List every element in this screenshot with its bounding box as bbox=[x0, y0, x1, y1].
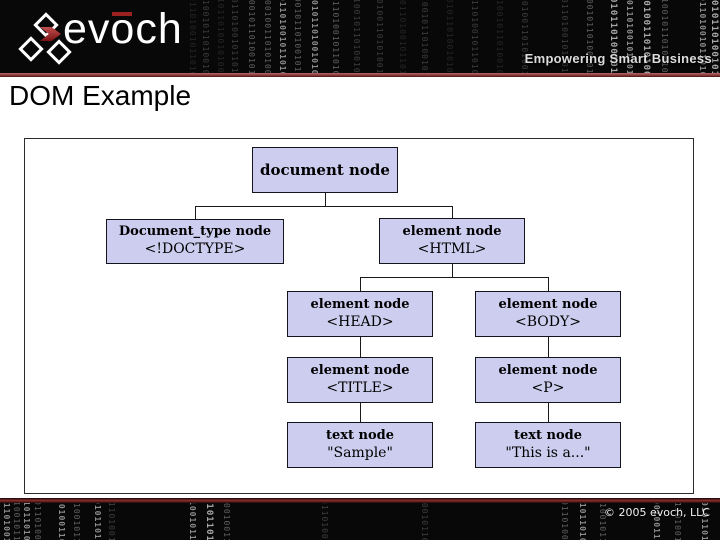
binary-texture: 010110100101001010 bbox=[608, 0, 618, 73]
binary-texture: 011010010110100101101001 bbox=[278, 0, 287, 73]
binary-texture: 010110100101001010 bbox=[22, 503, 31, 540]
binary-texture: 100101101001011010010110 bbox=[293, 0, 302, 73]
connector-line bbox=[360, 337, 361, 357]
binary-texture: 011010010110100101101001 bbox=[188, 0, 197, 73]
node-value: <HEAD> bbox=[326, 313, 394, 330]
connector-line bbox=[548, 337, 549, 357]
tagline: Empowering Smart Business bbox=[524, 51, 712, 66]
logo-text-right: ch bbox=[135, 5, 183, 53]
binary-texture: 011010010110100101101001 bbox=[107, 503, 116, 540]
binary-texture: 100101101001011010010110 bbox=[188, 503, 197, 540]
node-label: element node bbox=[498, 362, 598, 378]
binary-texture: 100101101001011010010110 bbox=[420, 503, 429, 540]
binary-texture: 010110100101001010 bbox=[445, 0, 454, 73]
binary-texture: 011010010110100101101001 bbox=[560, 503, 569, 540]
binary-texture: 011010010110100101101001 bbox=[698, 0, 707, 73]
node-value: <BODY> bbox=[515, 313, 581, 330]
node-label: document node bbox=[260, 160, 390, 179]
binary-texture: 100101101001011010010110 bbox=[247, 0, 256, 73]
node-head: element node <HEAD> bbox=[287, 291, 433, 337]
connector-line bbox=[548, 403, 549, 422]
binary-texture: 100101101001011010010110 bbox=[420, 0, 429, 73]
binary-texture: 011010010110100101101001 bbox=[2, 503, 11, 540]
node-text-sample: text node "Sample" bbox=[287, 422, 433, 468]
footer-banner: 011010010110100101101001 100101101001011… bbox=[0, 503, 720, 540]
node-title: element node <TITLE> bbox=[287, 357, 433, 403]
node-text-this: text node "This is a..." bbox=[475, 422, 621, 468]
node-label: text node bbox=[325, 427, 395, 443]
node-label: element node bbox=[498, 296, 598, 312]
binary-texture: 100101101001011010010110 bbox=[585, 0, 594, 73]
binary-texture: 011010010110100101101001 bbox=[331, 0, 340, 73]
node-label: element node bbox=[402, 223, 502, 239]
node-value: "Sample" bbox=[327, 444, 393, 461]
connector-line bbox=[325, 193, 326, 206]
logo-arrow-icon bbox=[40, 27, 61, 41]
binary-texture: 010110100101001010 bbox=[709, 0, 719, 73]
binary-texture: 100101101001011010010110 bbox=[12, 503, 21, 540]
binary-texture: 100101101001011010010110 bbox=[72, 503, 81, 540]
footer-divider bbox=[0, 498, 720, 503]
binary-texture: 100101101001011010010110 bbox=[201, 0, 210, 73]
binary-texture: 0010011010100110 bbox=[520, 0, 529, 73]
binary-texture: 100101101001011010010110 bbox=[660, 0, 669, 73]
binary-texture: 011010010110100101101001 bbox=[625, 0, 634, 73]
binary-texture: 100101101001011010010110 bbox=[352, 0, 361, 73]
binary-texture: 010110100101001010 bbox=[93, 503, 102, 540]
logo-text-left: ev bbox=[63, 5, 111, 53]
copyright-text: © 2005 evoch, LLC bbox=[604, 506, 710, 519]
binary-texture: 010110100101001010 bbox=[204, 503, 214, 540]
binary-texture: 0010011010100110 bbox=[641, 0, 651, 73]
binary-texture: 010110100101001010 bbox=[700, 503, 709, 540]
binary-texture: 010110100101001010 bbox=[310, 0, 319, 73]
node-doctype: Document_type node <!DOCTYPE> bbox=[106, 219, 284, 264]
binary-texture: 011010010110100101101001 bbox=[560, 0, 569, 73]
binary-texture: 0010011010100110 bbox=[375, 0, 384, 73]
binary-texture: 100101101001011010010110 bbox=[495, 0, 504, 73]
node-label: element node bbox=[310, 362, 410, 378]
binary-texture: 011010010110100101101001 bbox=[230, 0, 239, 73]
header-banner: 011010010110100101101001 100101101001011… bbox=[0, 0, 720, 73]
connector-line bbox=[360, 277, 361, 291]
logo-text-o: o bbox=[110, 5, 136, 53]
binary-texture: 011010010110100101101001 bbox=[320, 503, 329, 540]
dom-tree-diagram: document node Document_type node <!DOCTY… bbox=[24, 138, 694, 494]
node-value: <P> bbox=[531, 379, 565, 396]
node-p: element node <P> bbox=[475, 357, 621, 403]
binary-texture: 0010011010100110 bbox=[652, 503, 661, 540]
slide-title: DOM Example bbox=[9, 80, 192, 111]
node-document: document node bbox=[252, 147, 398, 193]
connector-line bbox=[548, 277, 549, 291]
node-label: element node bbox=[310, 296, 410, 312]
node-body: element node <BODY> bbox=[475, 291, 621, 337]
logo-macron-icon bbox=[112, 12, 133, 16]
binary-texture: 011010010110100101101001 bbox=[673, 503, 682, 540]
node-value: "This is a..." bbox=[505, 444, 591, 461]
connector-line bbox=[360, 277, 549, 278]
connector-line bbox=[360, 403, 361, 422]
node-value: <TITLE> bbox=[326, 379, 394, 396]
connector-line bbox=[195, 206, 453, 207]
binary-texture: 0010011010100110 bbox=[222, 503, 231, 540]
binary-texture: 011010010110100101101001 bbox=[470, 0, 479, 73]
node-label: text node bbox=[513, 427, 583, 443]
node-html: element node <HTML> bbox=[379, 218, 525, 264]
node-label: Document_type node bbox=[118, 224, 272, 240]
binary-texture: 0010011010100110 bbox=[57, 503, 66, 540]
binary-texture: 010110100101001010 bbox=[216, 0, 225, 73]
connector-line bbox=[452, 264, 453, 277]
binary-texture: 011010010110100101101001 bbox=[33, 503, 42, 540]
node-value: <HTML> bbox=[417, 240, 487, 257]
connector-line bbox=[195, 206, 196, 219]
logo-diamond-icon bbox=[18, 36, 44, 62]
binary-texture: 010110100101001010 bbox=[578, 503, 587, 540]
binary-texture: 100101101001011010010110 bbox=[598, 503, 607, 540]
binary-texture: 011010010110100101101001 bbox=[398, 0, 407, 73]
node-value: <!DOCTYPE> bbox=[144, 241, 246, 258]
header-divider bbox=[0, 73, 720, 77]
connector-line bbox=[452, 206, 453, 218]
binary-texture: 0010011010100110 bbox=[263, 0, 272, 73]
